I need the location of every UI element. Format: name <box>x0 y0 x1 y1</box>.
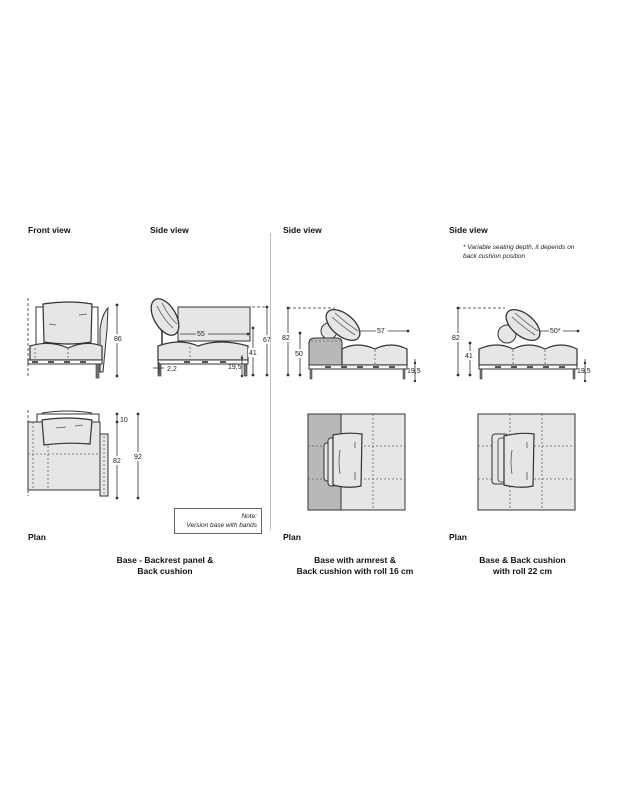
side-view-drawing-1: 55 67 41 19,5 2,2 <box>150 298 272 378</box>
footnote: * Variable seating depth, it depends on … <box>463 244 575 260</box>
dim-plan-total: 92 <box>134 454 142 461</box>
note-box: Note: Version base with bands <box>174 508 262 534</box>
side-view-drawing-3: 82 41 50* <box>451 306 580 380</box>
note-title: Note: <box>241 513 257 520</box>
dim-front-height: 86 <box>114 336 122 343</box>
side-view-label: Side view <box>150 225 189 235</box>
dim-base-height-3: 19,5 <box>577 368 591 375</box>
caption-1: Base - Backrest panel & Back cushion <box>116 555 214 576</box>
side-view-label-3: Side view <box>449 225 488 235</box>
dim-side-depth: 55 <box>197 331 205 338</box>
dim-back-height: 67 <box>263 337 271 344</box>
plan-view-drawing-3 <box>477 413 576 511</box>
dim-seat-height: 41 <box>249 350 257 357</box>
plan-label-2: Plan <box>283 532 301 542</box>
front-view-label: Front view <box>28 225 71 235</box>
dim-plan-back: 10 <box>120 417 128 424</box>
plan-label-3: Plan <box>449 532 467 542</box>
front-view-drawing: 86 <box>27 298 122 379</box>
dim-depth-3: 50* <box>550 328 561 335</box>
plan-label-1: Plan <box>28 532 46 542</box>
dim-seat-height-3: 41 <box>465 353 473 360</box>
section-divider <box>270 233 271 530</box>
dim-plan-seat: 82 <box>113 458 121 465</box>
dim-total-height-3: 82 <box>452 335 460 342</box>
plan-view-drawing-1: 10 82 92 <box>27 410 143 500</box>
dim-depth-2: 57 <box>377 328 385 335</box>
caption-2: Base with armrest & Back cushion with ro… <box>296 555 414 576</box>
dim-base-height-2: 19,5 <box>407 368 421 375</box>
base-height-dim-3: 19,5 <box>577 359 591 383</box>
dim-base-height: 19,5 <box>228 364 242 371</box>
side-view-drawing-2: 82 50 57 <box>281 306 410 380</box>
caption-3: Base & Back cushion with roll 22 cm <box>479 555 566 576</box>
note-text: Version base with bands <box>186 522 257 529</box>
side-view-label-2: Side view <box>283 225 322 235</box>
plan-view-drawing-2 <box>307 413 406 511</box>
dim-leg: 2,2 <box>167 366 177 373</box>
dim-total-height-2: 82 <box>282 335 290 342</box>
dim-armrest-height: 50 <box>295 351 303 358</box>
base-height-dim-2: 19,5 <box>407 359 421 383</box>
